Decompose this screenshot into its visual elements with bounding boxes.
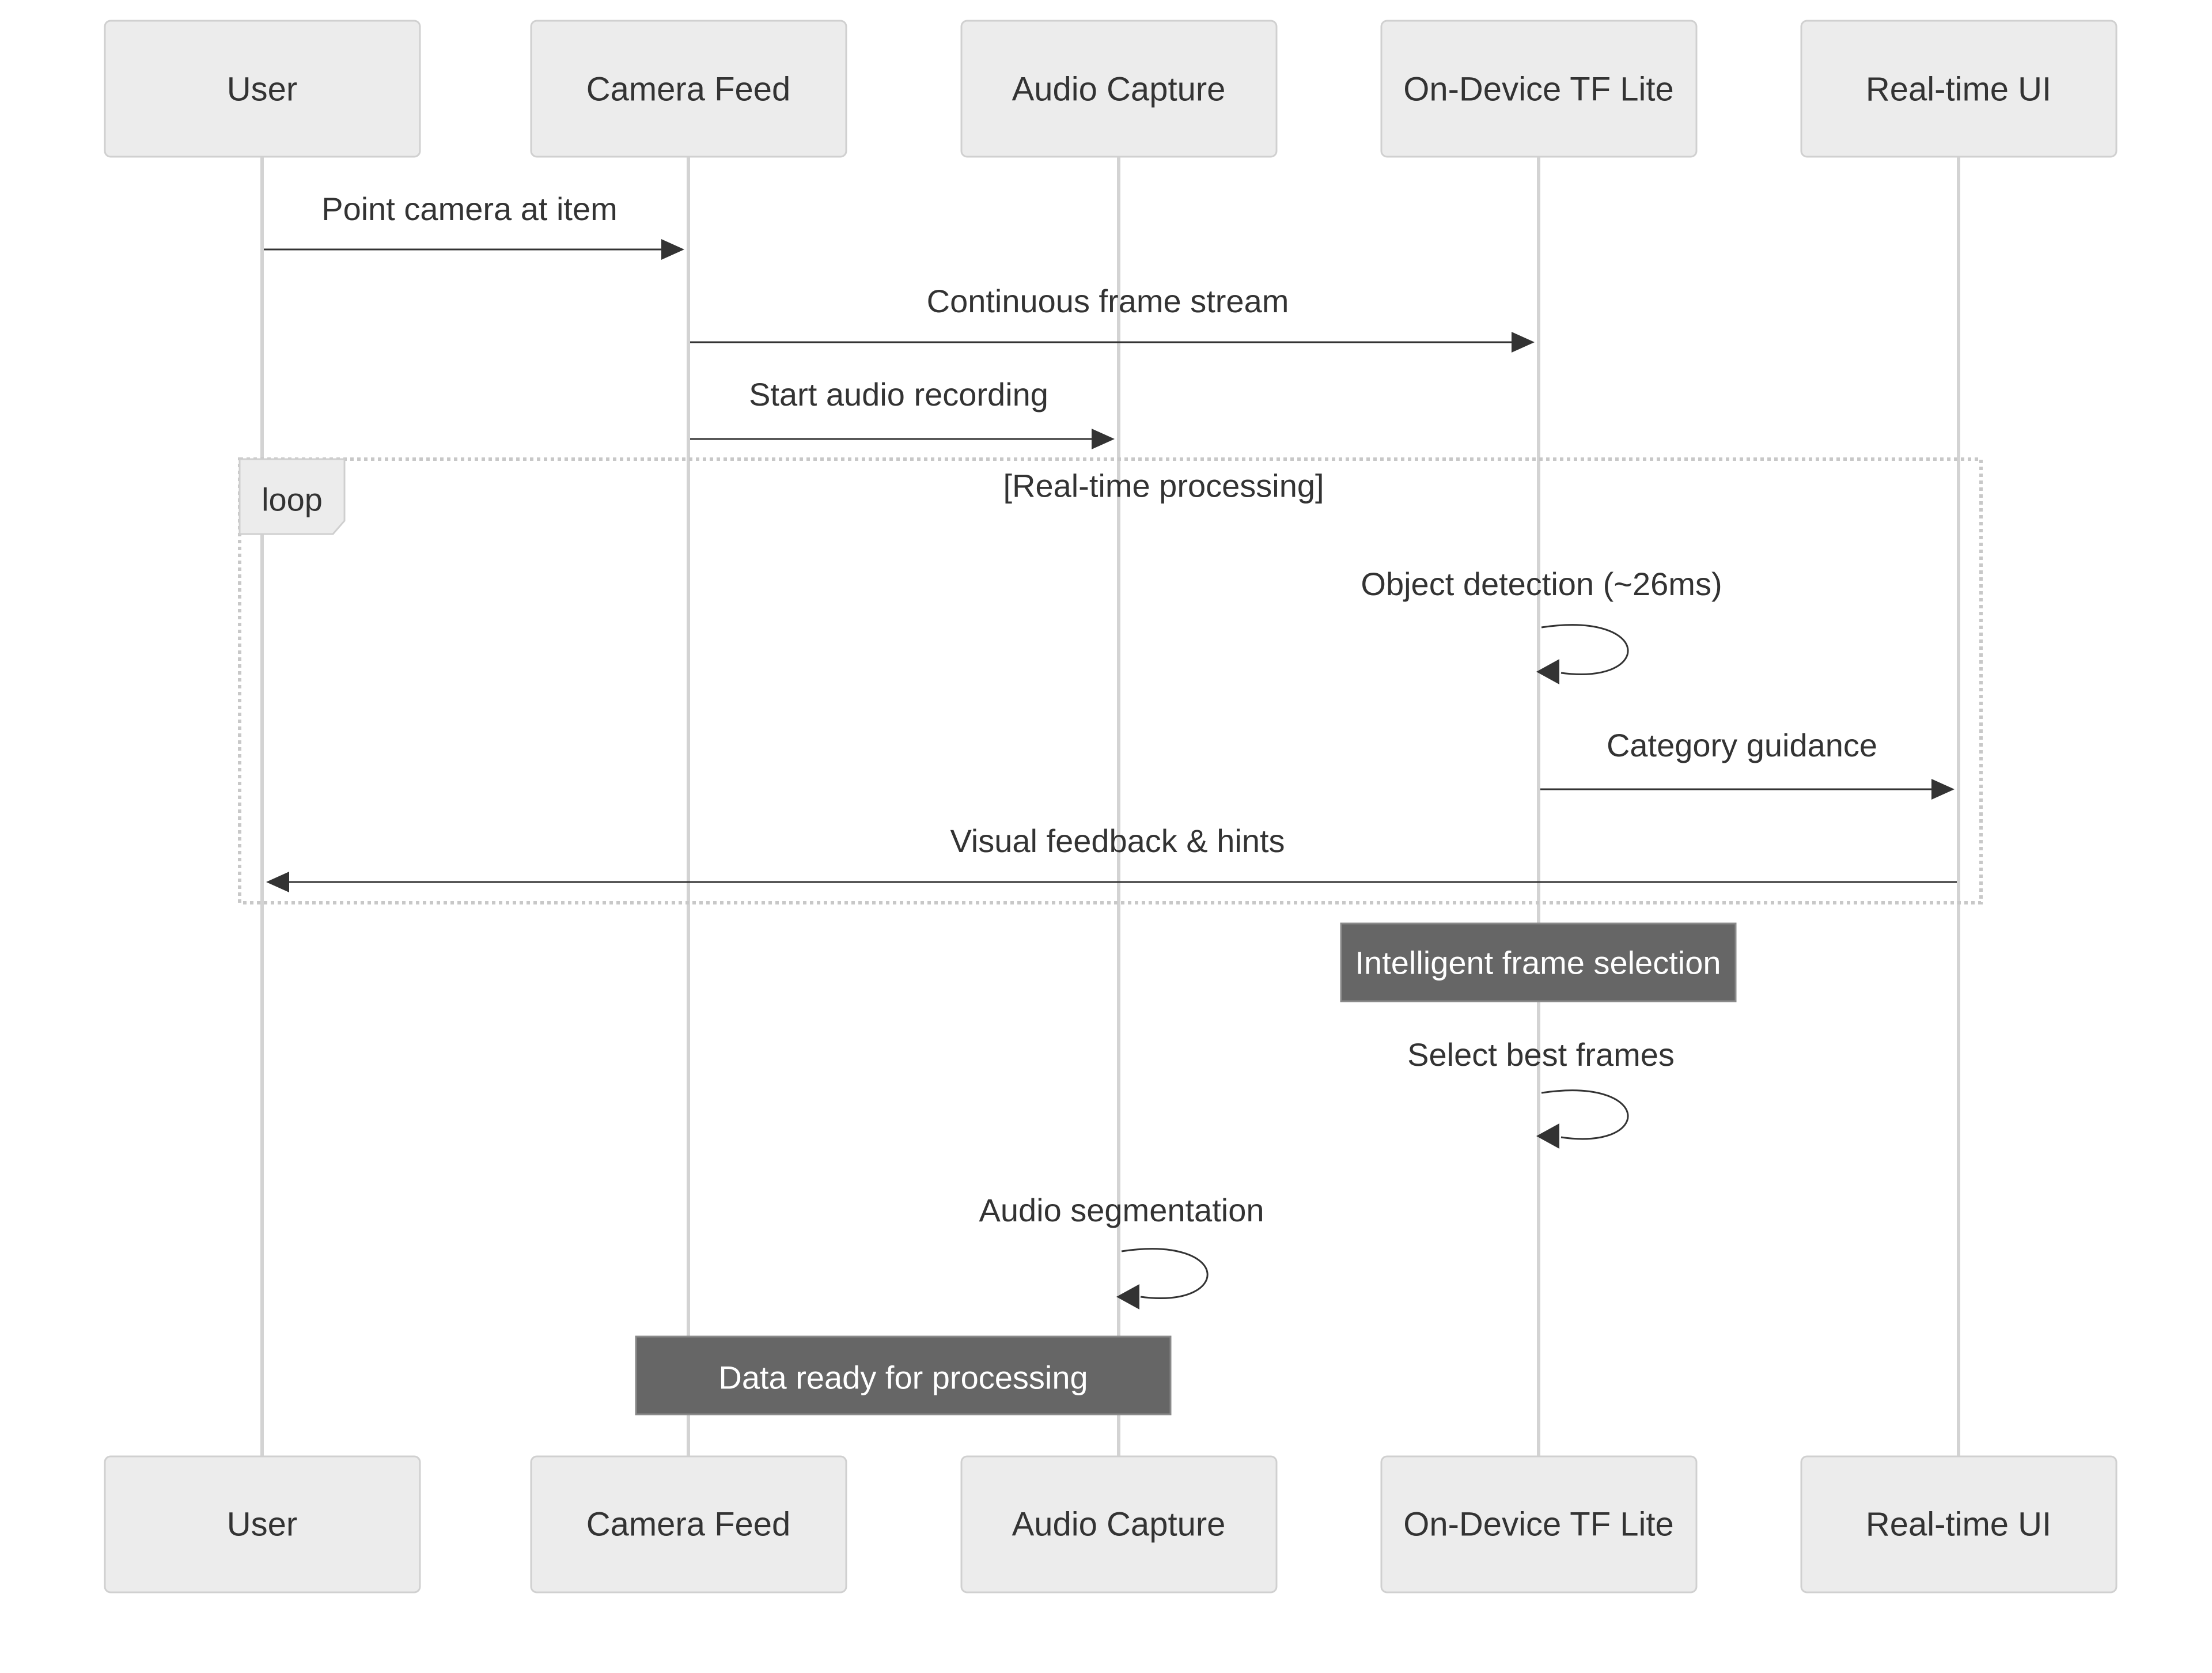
actor-label: On-Device TF Lite bbox=[1403, 1506, 1674, 1543]
loop-label: loop bbox=[262, 482, 323, 518]
actor-top-audio-capture: Audio Capture bbox=[960, 20, 1278, 158]
arrowhead-icon bbox=[1931, 779, 1955, 800]
actor-bottom-real-time-ui: Real-time UI bbox=[1800, 1455, 2118, 1593]
actor-top-on-device-tf-lite: On-Device TF Lite bbox=[1380, 20, 1698, 158]
loop-condition: [Real-time processing] bbox=[1003, 468, 1324, 504]
message-object-detection: Object detection (~26ms) bbox=[1361, 566, 1722, 684]
arrowhead-icon bbox=[1092, 429, 1115, 449]
actor-label: User bbox=[227, 71, 297, 108]
actor-top-camera-feed: Camera Feed bbox=[530, 20, 847, 158]
actor-bottom-camera-feed: Camera Feed bbox=[530, 1455, 847, 1593]
note-label: Intelligent frame selection bbox=[1355, 945, 1721, 981]
message-label: Point camera at item bbox=[321, 191, 618, 227]
message-label: Audio segmentation bbox=[979, 1192, 1264, 1228]
actor-top-user: User bbox=[104, 20, 421, 158]
arrowhead-icon bbox=[1536, 659, 1559, 684]
actor-label: Camera Feed bbox=[586, 1506, 791, 1543]
message-label: Continuous frame stream bbox=[927, 283, 1289, 319]
actor-label: Audio Capture bbox=[1012, 1506, 1226, 1543]
actor-label: User bbox=[227, 1506, 297, 1543]
note-data-ready: Data ready for processing bbox=[635, 1335, 1172, 1415]
message-label: Select best frames bbox=[1407, 1036, 1675, 1073]
arrowhead-icon bbox=[661, 239, 684, 260]
message-select-best-frames: Select best frames bbox=[1407, 1036, 1675, 1149]
message-label: Start audio recording bbox=[749, 376, 1048, 412]
actor-bottom-user: User bbox=[104, 1455, 421, 1593]
actor-top-real-time-ui: Real-time UI bbox=[1800, 20, 2118, 158]
actor-bottom-audio-capture: Audio Capture bbox=[960, 1455, 1278, 1593]
message-label: Visual feedback & hints bbox=[950, 823, 1285, 859]
message-label: Object detection (~26ms) bbox=[1361, 566, 1722, 602]
actor-label: On-Device TF Lite bbox=[1403, 71, 1674, 108]
arrowhead-icon bbox=[1512, 332, 1535, 353]
arrowhead-icon bbox=[266, 872, 289, 892]
note-intelligent-frame-selection: Intelligent frame selection bbox=[1340, 922, 1737, 1002]
message-point-camera: Point camera at item bbox=[264, 191, 684, 260]
message-audio-segmentation: Audio segmentation bbox=[979, 1192, 1264, 1309]
actor-label: Audio Capture bbox=[1012, 71, 1226, 108]
message-start-audio-recording: Start audio recording bbox=[690, 376, 1115, 449]
actor-label: Camera Feed bbox=[586, 71, 791, 108]
actor-bottom-on-device-tf-lite: On-Device TF Lite bbox=[1380, 1455, 1698, 1593]
actor-label: Real-time UI bbox=[1866, 1506, 2051, 1543]
arrowhead-icon bbox=[1536, 1123, 1559, 1149]
message-visual-feedback: Visual feedback & hints bbox=[266, 823, 1957, 892]
message-continuous-frame-stream: Continuous frame stream bbox=[690, 283, 1535, 353]
message-category-guidance: Category guidance bbox=[1540, 727, 1955, 800]
loop-tab bbox=[238, 458, 346, 535]
arrowhead-icon bbox=[1116, 1284, 1139, 1309]
actor-label: Real-time UI bbox=[1866, 71, 2051, 108]
message-label: Category guidance bbox=[1607, 727, 1877, 763]
loop-frame: loop [Real-time processing] bbox=[238, 457, 1983, 904]
note-label: Data ready for processing bbox=[718, 1360, 1088, 1396]
